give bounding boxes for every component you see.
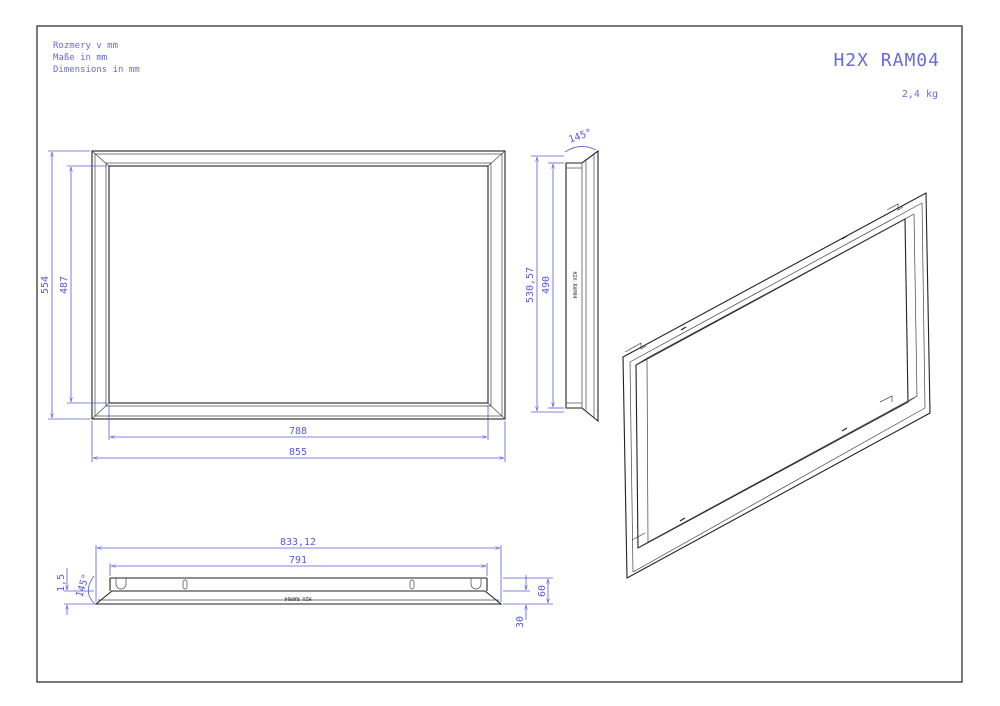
units-note-line2: Maße in mm bbox=[53, 53, 107, 63]
product-code: H2X RAM04 bbox=[833, 50, 940, 71]
bottom-angle-dim: 145° bbox=[74, 573, 96, 605]
front-inner-edge bbox=[108, 165, 489, 404]
bottom-width-inner-label: 791 bbox=[289, 555, 307, 566]
front-outer-edge bbox=[91, 150, 506, 420]
front-width-outer-dim: 855 bbox=[91, 421, 506, 462]
front-width-inner-dim: 788 bbox=[108, 405, 489, 440]
bottom-width-inner-dim: 791 bbox=[109, 555, 488, 576]
side-height-inner-dim: 490 bbox=[541, 162, 564, 409]
bottom-depth-label: 60 bbox=[537, 585, 548, 597]
bottom-flange-dim: 30 bbox=[503, 575, 530, 628]
bottom-thickness-label: 1,5 bbox=[56, 574, 67, 592]
side-stamp: H2X RAM04 bbox=[571, 271, 577, 298]
bottom-view: H2X RAM04 bbox=[94, 577, 503, 605]
side-view: H2X RAM04 bbox=[565, 149, 599, 423]
bottom-stamp: H2X RAM04 bbox=[284, 595, 311, 601]
isometric-view bbox=[622, 192, 931, 579]
front-height-inner-dim: 487 bbox=[59, 165, 107, 404]
side-angle-label: 145° bbox=[567, 127, 593, 146]
side-angle-dim: 145° bbox=[564, 127, 597, 153]
front-height-outer-dim: 554 bbox=[40, 150, 90, 420]
sheet-border bbox=[36, 25, 963, 683]
front-view bbox=[91, 150, 506, 420]
front-height-inner-label: 487 bbox=[59, 276, 70, 294]
bottom-depth-dim: 60 bbox=[503, 577, 553, 605]
front-height-outer-label: 554 bbox=[40, 276, 51, 294]
bottom-width-outer-dim: 833,12 bbox=[95, 537, 502, 602]
bottom-thickness-dim: 1,5 bbox=[56, 568, 94, 615]
side-height-outer-label: 530,57 bbox=[525, 267, 536, 303]
front-width-outer-label: 855 bbox=[289, 447, 307, 458]
bottom-flange-label: 30 bbox=[515, 616, 526, 628]
product-weight: 2,4 kg bbox=[902, 89, 938, 100]
bottom-angle-label: 145° bbox=[74, 573, 92, 599]
units-note: Rozmery v mm Maße in mm Dimensions in mm bbox=[53, 41, 140, 75]
side-height-inner-label: 490 bbox=[541, 276, 552, 294]
side-height-outer-dim: 530,57 bbox=[525, 155, 564, 413]
bottom-width-outer-label: 833,12 bbox=[280, 537, 316, 548]
front-width-inner-label: 788 bbox=[289, 426, 307, 437]
units-note-line1: Rozmery v mm bbox=[53, 41, 118, 51]
units-note-line3: Dimensions in mm bbox=[53, 65, 140, 75]
